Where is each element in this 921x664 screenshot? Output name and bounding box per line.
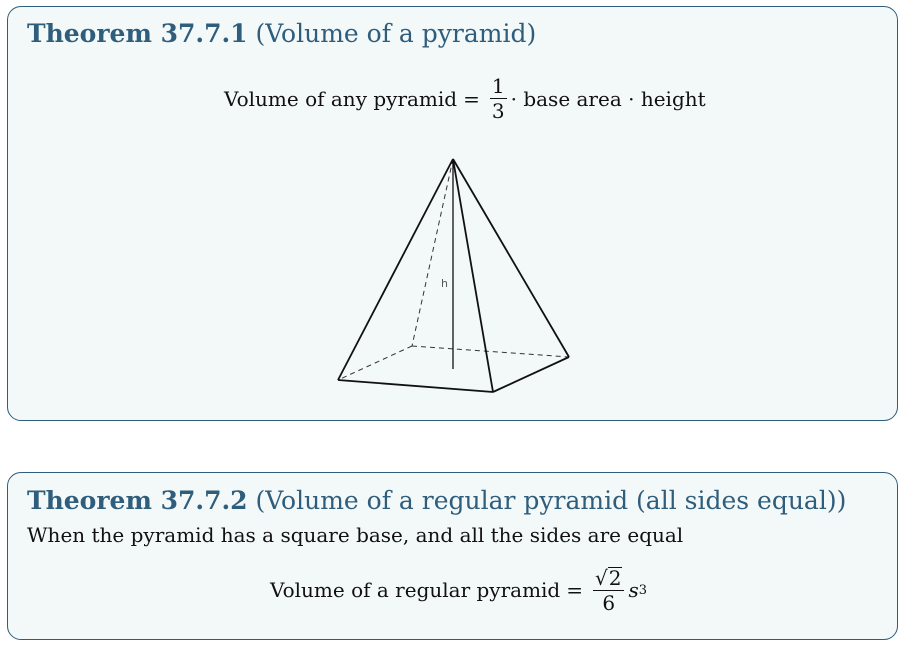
- formula-2-lhs: Volume of a regular pyramid: [270, 578, 561, 602]
- theorem-box-2: Theorem 37.7.2 (Volume of a regular pyra…: [7, 472, 898, 640]
- theorem-1-number: Theorem 37.7.1: [27, 19, 248, 48]
- equals-sign: =: [463, 86, 480, 111]
- pyramid-volume-formula: Volume of any pyramid = 1 3 · base area …: [224, 76, 706, 121]
- front-left-edge: [337, 158, 454, 381]
- sqrt2-over-6-fraction: √ 2 6: [593, 566, 625, 615]
- hidden-base-edge-back: [411, 345, 570, 358]
- formula-lhs: Volume of any pyramid: [224, 86, 458, 111]
- theorem-1-title: Theorem 37.7.1 (Volume of a pyramid): [27, 19, 536, 48]
- height-label: h: [441, 277, 448, 290]
- fraction-2-denominator: 6: [602, 591, 616, 615]
- formula-rhs: · base area · height: [510, 86, 706, 111]
- side-variable: s: [628, 578, 639, 602]
- fraction-numerator: 1: [489, 74, 507, 99]
- base-right-edge: [492, 356, 570, 393]
- square-root: √ 2: [595, 566, 623, 590]
- one-third-fraction: 1 3: [489, 74, 507, 123]
- base-front-edge: [337, 379, 494, 393]
- theorem-2-name: (Volume of a regular pyramid (all sides …: [255, 486, 847, 515]
- hidden-lateral-edge: [411, 158, 454, 347]
- radicand: 2: [607, 566, 623, 590]
- theorem-box-1: Theorem 37.7.1 (Volume of a pyramid) Vol…: [7, 6, 898, 421]
- exponent: 3: [638, 582, 648, 598]
- theorem-2-number: Theorem 37.7.2: [27, 486, 248, 515]
- fraction-denominator: 3: [491, 99, 505, 123]
- hidden-base-edge-left: [337, 345, 413, 381]
- theorem-2-title: Theorem 37.7.2 (Volume of a regular pyra…: [27, 486, 846, 515]
- front-edge: [452, 158, 494, 393]
- right-edge: [452, 158, 570, 358]
- radical-sign: √: [595, 566, 608, 590]
- theorem-2-description: When the pyramid has a square base, and …: [27, 523, 684, 547]
- fraction-2-numerator: √ 2: [593, 566, 625, 591]
- theorem-1-name: (Volume of a pyramid): [255, 19, 537, 48]
- pyramid-diagram: h: [337, 158, 570, 393]
- equals-sign-2: =: [566, 578, 583, 602]
